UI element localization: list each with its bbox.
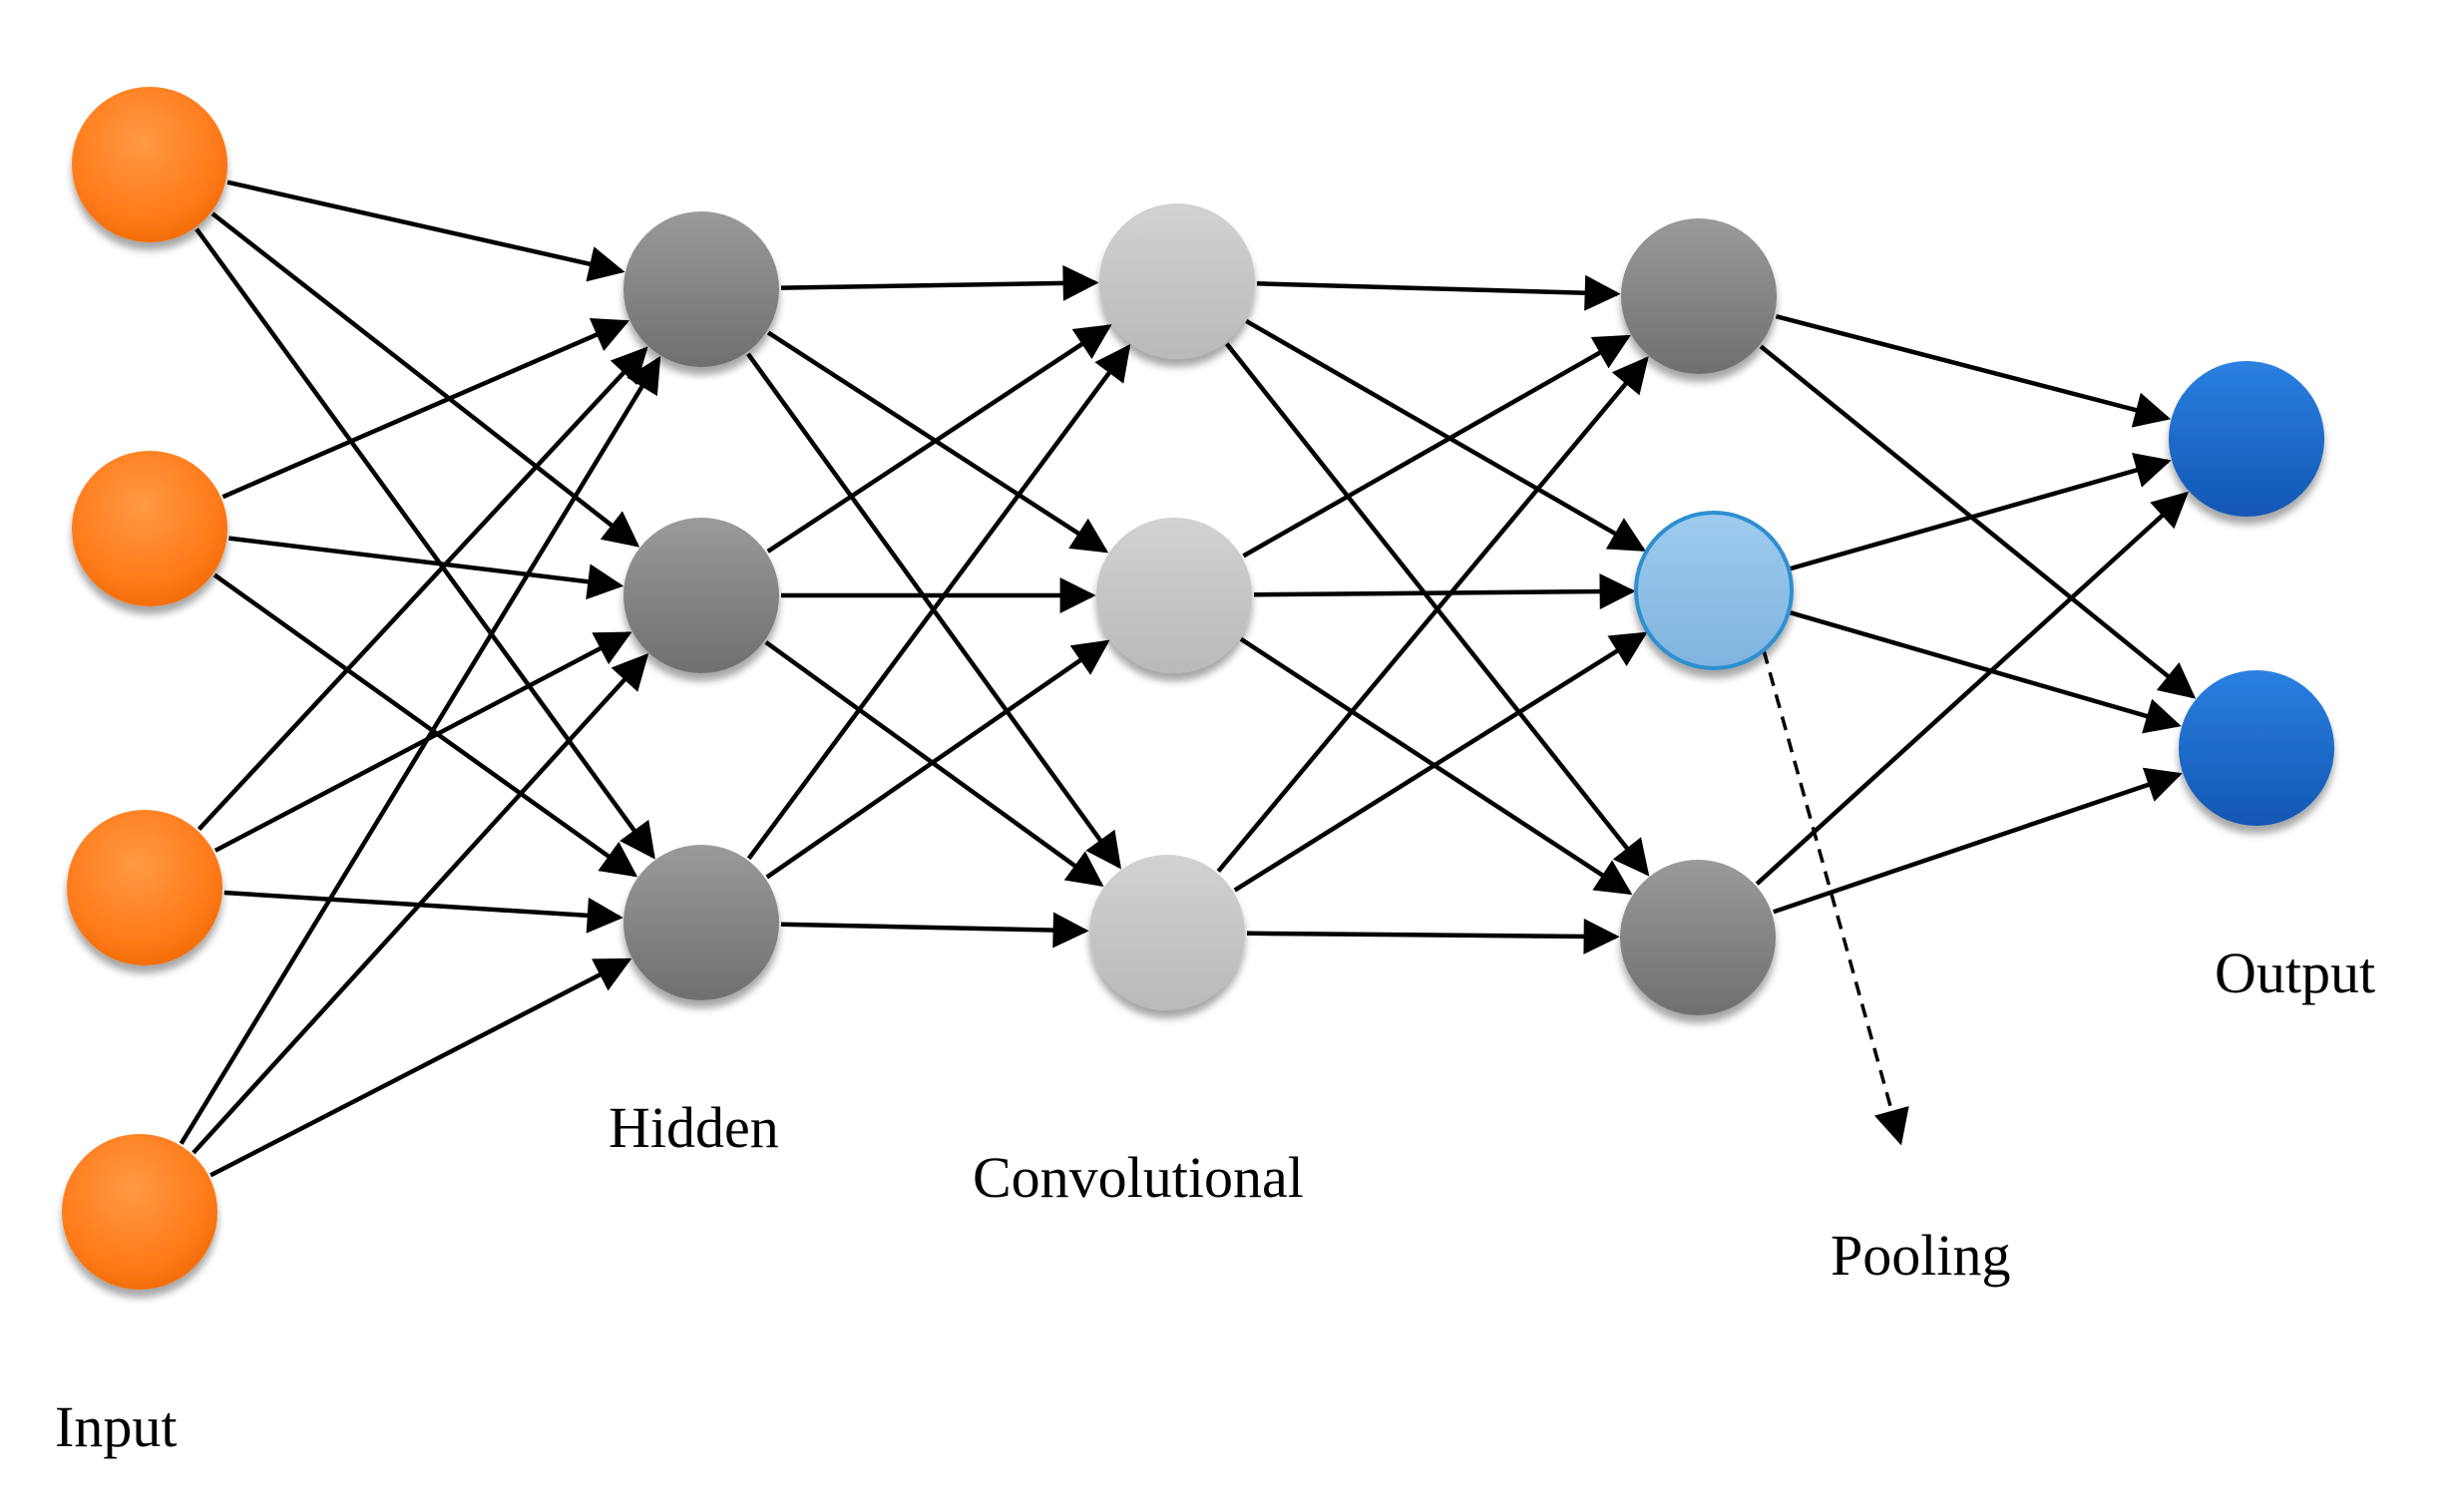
edge-input-3-to-hidden-1: [197, 346, 648, 831]
output-layer-label: Output: [2215, 941, 2375, 1005]
edge-input-2-to-hidden-1: [221, 318, 630, 500]
edge-pooling-1-to-output-1: [1775, 313, 2172, 428]
output-node-1: [2169, 361, 2324, 517]
hidden-node-1: [623, 211, 779, 367]
input-layer-label: Input: [55, 1394, 177, 1459]
hidden-node-3: [623, 845, 779, 1000]
convolutional-node-2: [1096, 518, 1252, 673]
edge-pooling-2-to-output-2: [1790, 610, 2182, 734]
convolutional-node-1: [1099, 203, 1255, 359]
edge-hidden-1-to-convolutional-1: [780, 264, 1099, 301]
edge-convolutional-2-to-pooling-2: [1253, 573, 1636, 610]
convolutional-node-3: [1089, 855, 1245, 1010]
pooling-node-1: [1621, 218, 1777, 374]
edge-input-3-to-hidden-2: [213, 631, 632, 853]
edge-convolutional-3-to-pooling-3: [1246, 918, 1620, 954]
edge-convolutional-1-to-pooling-2: [1245, 318, 1647, 553]
nodes: [62, 87, 2334, 1290]
edge-input-4-to-hidden-2: [192, 652, 649, 1155]
edge-hidden-3-to-convolutional-3: [780, 912, 1089, 948]
edge-input-1-to-hidden-1: [226, 180, 625, 282]
edge-pooling-1-to-output-2: [1759, 344, 2197, 699]
connections: [179, 180, 2197, 1178]
pooling-node-3: [1620, 860, 1776, 1015]
edge-hidden-3-to-convolutional-2: [765, 639, 1110, 880]
edge-input-4-to-hidden-1: [179, 355, 661, 1145]
pooling-node-2: [1634, 511, 1794, 670]
edge-input-2-to-hidden-2: [228, 536, 624, 600]
edge-pooling-3-to-output-2: [1773, 767, 2183, 915]
edge-input-1-to-hidden-3: [195, 227, 655, 860]
edge-pooling-3-to-output-1: [1755, 491, 2189, 886]
edge-hidden-2-to-convolutional-1: [766, 324, 1112, 554]
edge-input-2-to-hidden-3: [212, 572, 638, 878]
output-node-2: [2179, 670, 2334, 826]
edge-convolutional-1-to-pooling-1: [1256, 274, 1621, 311]
input-node-4: [62, 1134, 217, 1290]
pooling-pointer-arrow: [1762, 649, 1909, 1146]
edge-convolutional-3-to-pooling-1: [1216, 356, 1649, 874]
hidden-node-2: [623, 518, 779, 673]
edge-convolutional-2-to-pooling-1: [1242, 334, 1631, 559]
edge-pooling-2-to-output-1: [1790, 453, 2172, 571]
input-node-2: [72, 451, 227, 606]
input-node-3: [67, 810, 222, 965]
pooling-layer-label: Pooling: [1831, 1223, 2011, 1288]
input-node-1: [72, 87, 227, 242]
edge-input-1-to-hidden-2: [210, 211, 640, 548]
convolutional-layer-label: Convolutional: [973, 1145, 1304, 1210]
hidden-layer-label: Hidden: [609, 1095, 779, 1160]
edge-hidden-3-to-convolutional-1: [746, 343, 1131, 861]
edge-input-4-to-hidden-3: [209, 957, 632, 1178]
edge-convolutional-3-to-pooling-2: [1233, 631, 1648, 893]
